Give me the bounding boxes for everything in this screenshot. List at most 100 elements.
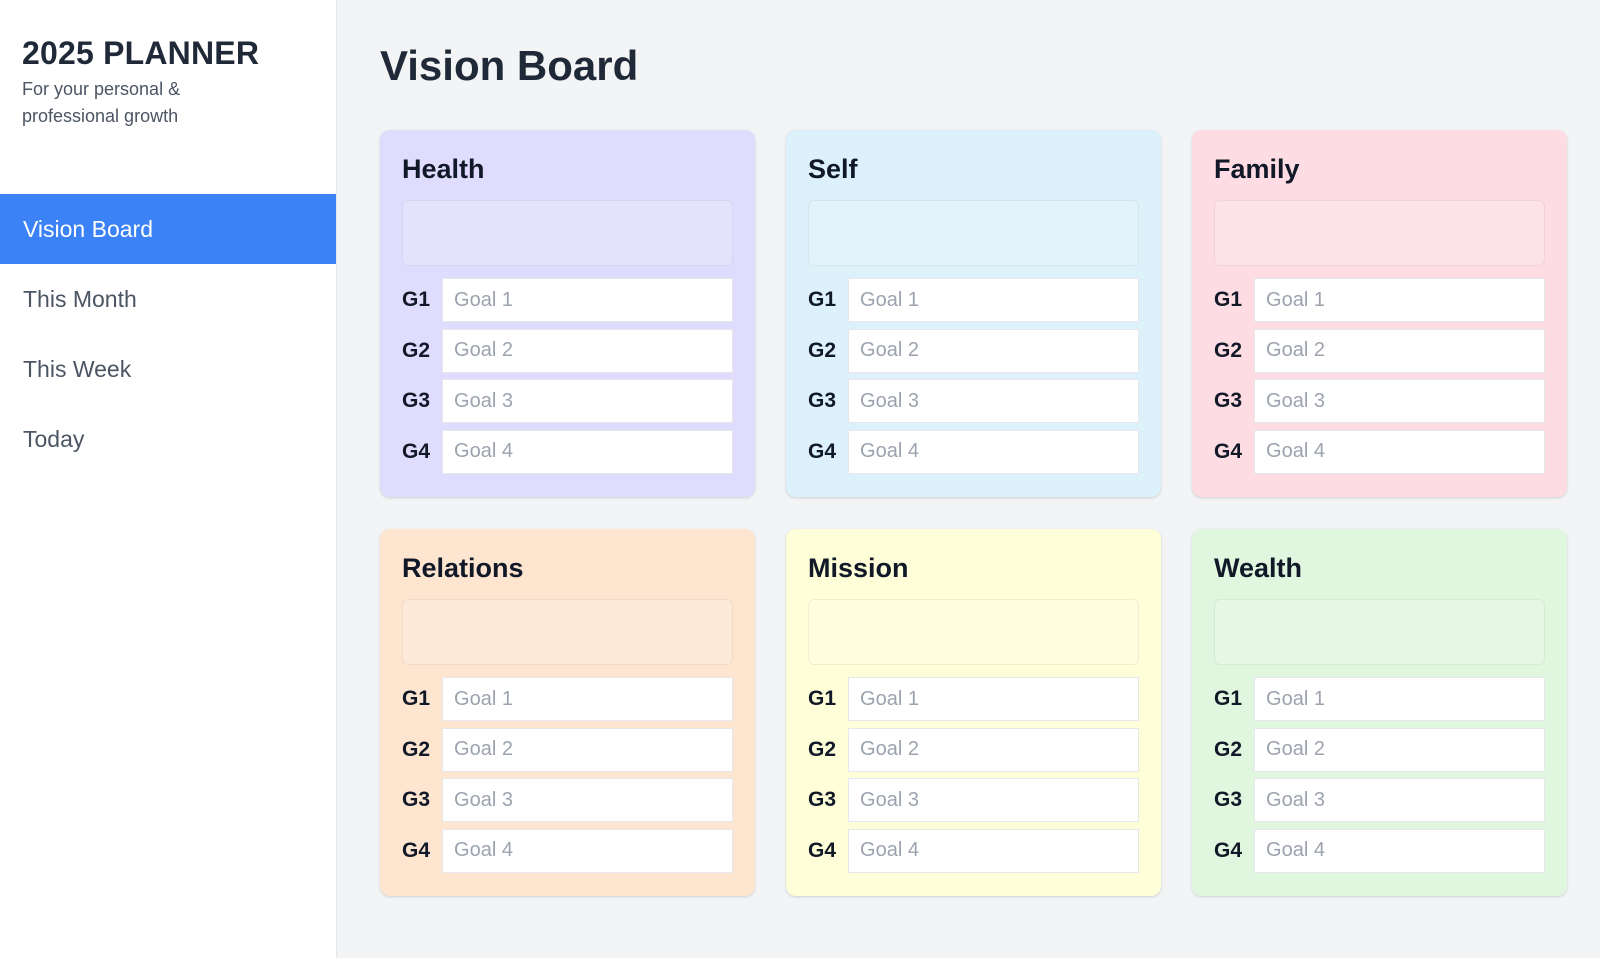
nav-item-label: This Week [23, 355, 132, 382]
card-self: SelfG1G2G3G4 [786, 130, 1161, 497]
goal-label: G4 [808, 439, 837, 463]
card-wealth: WealthG1G2G3G4 [1192, 529, 1567, 896]
goal-row: G3 [808, 379, 1139, 423]
goal-input[interactable] [1254, 379, 1545, 423]
app-title: 2025 PLANNER [22, 35, 260, 71]
goal-label: G1 [808, 288, 837, 311]
card-note-area[interactable] [808, 200, 1139, 266]
goal-row: G2 [1214, 727, 1545, 772]
goal-input[interactable] [442, 828, 733, 873]
goal-label: G3 [808, 788, 837, 811]
goal-row: G4 [1214, 828, 1545, 873]
goal-input[interactable] [848, 328, 1139, 373]
goal-row: G4 [808, 429, 1139, 474]
goal-input[interactable] [442, 328, 733, 373]
goal-row: G4 [402, 429, 733, 474]
goal-row: G1 [808, 677, 1139, 721]
goal-row: G2 [1214, 328, 1545, 373]
goal-row: G2 [808, 328, 1139, 373]
goal-label: G4 [1214, 838, 1243, 862]
goal-row: G1 [1214, 278, 1545, 322]
card-title: Relations [402, 553, 524, 583]
goal-list: G1G2G3G4 [402, 278, 733, 474]
nav-item-label: Today [23, 425, 85, 452]
goal-input[interactable] [1254, 828, 1545, 873]
goal-row: G4 [402, 828, 733, 873]
goal-input[interactable] [848, 727, 1139, 772]
sidebar: 2025 PLANNER For your personal & profess… [0, 0, 337, 958]
card-health: HealthG1G2G3G4 [380, 130, 755, 497]
goal-label: G2 [1214, 737, 1243, 761]
goal-input[interactable] [1254, 328, 1545, 373]
nav-item-vision-board[interactable]: Vision Board [0, 194, 336, 264]
goal-input[interactable] [848, 778, 1139, 822]
brand: 2025 PLANNER For your personal & profess… [0, 0, 336, 194]
goal-label: G3 [402, 788, 431, 811]
card-family: FamilyG1G2G3G4 [1192, 130, 1567, 497]
card-title: Self [808, 154, 858, 184]
card-note-area[interactable] [808, 599, 1139, 665]
nav-item-this-week[interactable]: This Week [0, 334, 336, 404]
goal-label: G1 [402, 687, 431, 710]
card-relations: RelationsG1G2G3G4 [380, 529, 755, 896]
goal-list: G1G2G3G4 [1214, 677, 1545, 873]
goal-label: G2 [402, 737, 431, 761]
goal-input[interactable] [848, 278, 1139, 322]
goal-row: G2 [402, 328, 733, 373]
card-title: Family [1214, 154, 1300, 184]
goal-input[interactable] [442, 727, 733, 772]
card-note-area[interactable] [402, 599, 733, 665]
goal-input[interactable] [442, 778, 733, 822]
goal-list: G1G2G3G4 [808, 677, 1139, 873]
card-title: Wealth [1214, 553, 1303, 583]
vision-board-grid: HealthG1G2G3G4SelfG1G2G3G4FamilyG1G2G3G4… [380, 130, 1567, 896]
goal-row: G4 [1214, 429, 1545, 474]
goal-input[interactable] [848, 379, 1139, 423]
goal-list: G1G2G3G4 [808, 278, 1139, 474]
goal-input[interactable] [442, 379, 733, 423]
goal-input[interactable] [1254, 677, 1545, 721]
goal-label: G3 [808, 389, 837, 412]
goal-list: G1G2G3G4 [402, 677, 733, 873]
goal-row: G3 [1214, 778, 1545, 822]
goal-input[interactable] [442, 278, 733, 322]
goal-input[interactable] [848, 429, 1139, 474]
goal-row: G1 [402, 278, 733, 322]
nav-item-today[interactable]: Today [0, 404, 336, 474]
goal-label: G1 [808, 687, 837, 710]
goal-label: G2 [808, 737, 837, 761]
main-content: Vision Board HealthG1G2G3G4SelfG1G2G3G4F… [337, 0, 1600, 958]
goal-label: G3 [1214, 788, 1243, 811]
goal-input[interactable] [442, 677, 733, 721]
goal-label: G4 [808, 838, 837, 862]
goal-row: G2 [402, 727, 733, 772]
goal-label: G3 [402, 389, 431, 412]
goal-label: G2 [402, 338, 431, 362]
card-note-area[interactable] [1214, 200, 1545, 266]
app-subtitle: For your personal & professional growth [22, 79, 181, 126]
goal-row: G1 [808, 278, 1139, 322]
nav-item-label: Vision Board [23, 215, 153, 242]
goal-label: G2 [808, 338, 837, 362]
goal-input[interactable] [1254, 778, 1545, 822]
goal-row: G3 [808, 778, 1139, 822]
nav-item-this-month[interactable]: This Month [0, 264, 336, 334]
goal-row: G2 [808, 727, 1139, 772]
goal-label: G3 [1214, 389, 1243, 412]
goal-input[interactable] [442, 429, 733, 474]
goal-input[interactable] [1254, 727, 1545, 772]
card-note-area[interactable] [1214, 599, 1545, 665]
goal-row: G1 [402, 677, 733, 721]
goal-row: G3 [402, 379, 733, 423]
goal-input[interactable] [1254, 278, 1545, 322]
goal-row: G3 [1214, 379, 1545, 423]
goal-input[interactable] [848, 677, 1139, 721]
card-note-area[interactable] [402, 200, 733, 266]
goal-row: G3 [402, 778, 733, 822]
sidebar-nav: Vision Board This Month This Week Today [0, 194, 336, 474]
goal-input[interactable] [848, 828, 1139, 873]
goal-row: G4 [808, 828, 1139, 873]
goal-input[interactable] [1254, 429, 1545, 474]
goal-label: G1 [1214, 687, 1243, 710]
